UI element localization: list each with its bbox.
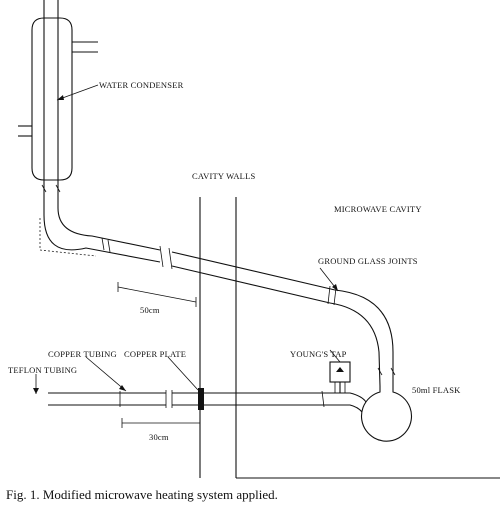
cavity-walls-label: CAVITY WALLS xyxy=(192,171,256,181)
water-condenser-label: WATER CONDENSER xyxy=(99,80,184,90)
copper-plate-label: COPPER PLATE xyxy=(124,349,187,359)
ground-glass-joints-label: GROUND GLASS JOINTS xyxy=(318,256,418,266)
dimension-30cm xyxy=(121,418,201,428)
flask xyxy=(360,386,413,442)
dimension-50cm xyxy=(117,282,197,307)
dimension-50cm-label: 50cm xyxy=(140,305,160,315)
teflon-tubing-label: TEFLON TUBING xyxy=(8,365,78,375)
diagonal-tube-right xyxy=(171,251,396,387)
water-condenser xyxy=(18,0,98,215)
inlet-tubing xyxy=(48,388,367,413)
diagonal-tube-left xyxy=(39,207,173,270)
copper-tubing-label: COPPER TUBING xyxy=(48,349,117,359)
flask-label: 50ml FLASK xyxy=(412,385,461,395)
label-leaders xyxy=(33,84,341,394)
microwave-cavity-label: MICROWAVE CAVITY xyxy=(334,204,422,214)
youngs-tap-label: YOUNG'S TAP xyxy=(290,349,347,359)
dimension-30cm-label: 30cm xyxy=(149,432,169,442)
youngs-tap xyxy=(329,361,351,394)
cavity-walls xyxy=(199,197,500,479)
figure-caption: Fig. 1. Modified microwave heating syste… xyxy=(6,487,278,502)
